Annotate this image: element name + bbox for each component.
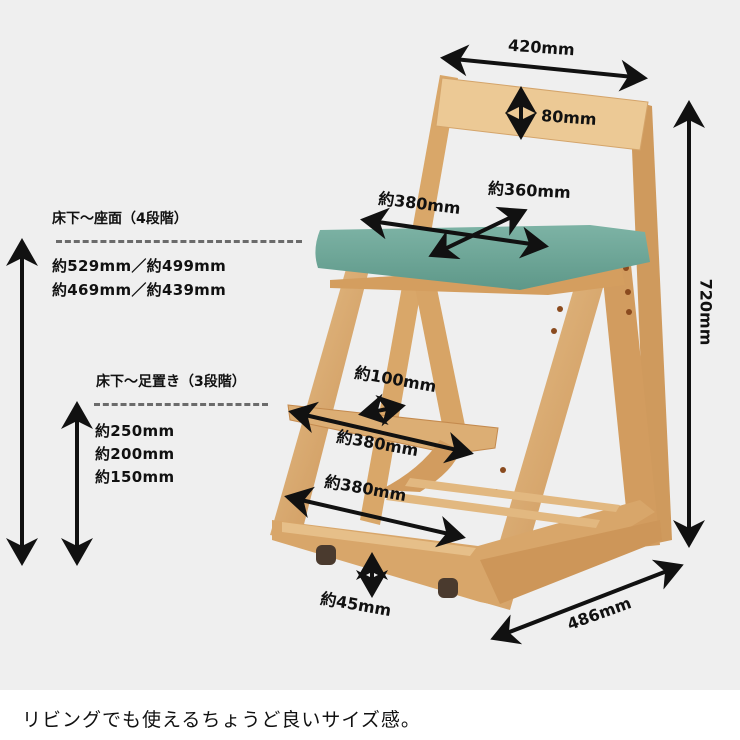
footrest-height-title: 床下〜足置き（3段階） [96, 374, 246, 390]
rear-right-leg [630, 100, 672, 545]
footrest-height-value: 約250mm [95, 422, 175, 440]
depth-arrow [490, 559, 684, 645]
footrest-height-value: 約200mm [95, 445, 175, 463]
backrest [435, 77, 649, 151]
caster [438, 578, 458, 598]
front-left-leg [270, 255, 372, 540]
chair-illustration [6, 44, 705, 645]
front-right-leg [482, 240, 615, 610]
backrest-height-label: 80mm [540, 106, 598, 129]
seat-height-divider [56, 240, 302, 243]
backrest-width-label: 420mm [507, 35, 576, 60]
height-label: 720mm [696, 278, 716, 346]
footrest-height-divider [94, 403, 268, 406]
footrest-width-arrow [288, 401, 474, 464]
seat-height-value: 約529mm／約499mm [52, 257, 227, 275]
base-width-arrow [284, 486, 466, 548]
backrest-width-arrow [440, 44, 648, 92]
caption: リビングでも使えるちょうど良いサイズ感。 [22, 709, 421, 731]
seat-depth-arrow [428, 206, 528, 260]
footrest-height-value: 約150mm [95, 468, 175, 486]
seat-height-value: 約469mm／約439mm [52, 281, 227, 299]
seat-height-title: 床下〜座面（4段階） [52, 211, 188, 227]
caster [316, 545, 336, 565]
product-photo: 床下〜座面（4段階） 約529mm／約499mm 約469mm／約439mm 床… [0, 0, 740, 690]
seat-depth-label: 約360mm [487, 178, 572, 203]
